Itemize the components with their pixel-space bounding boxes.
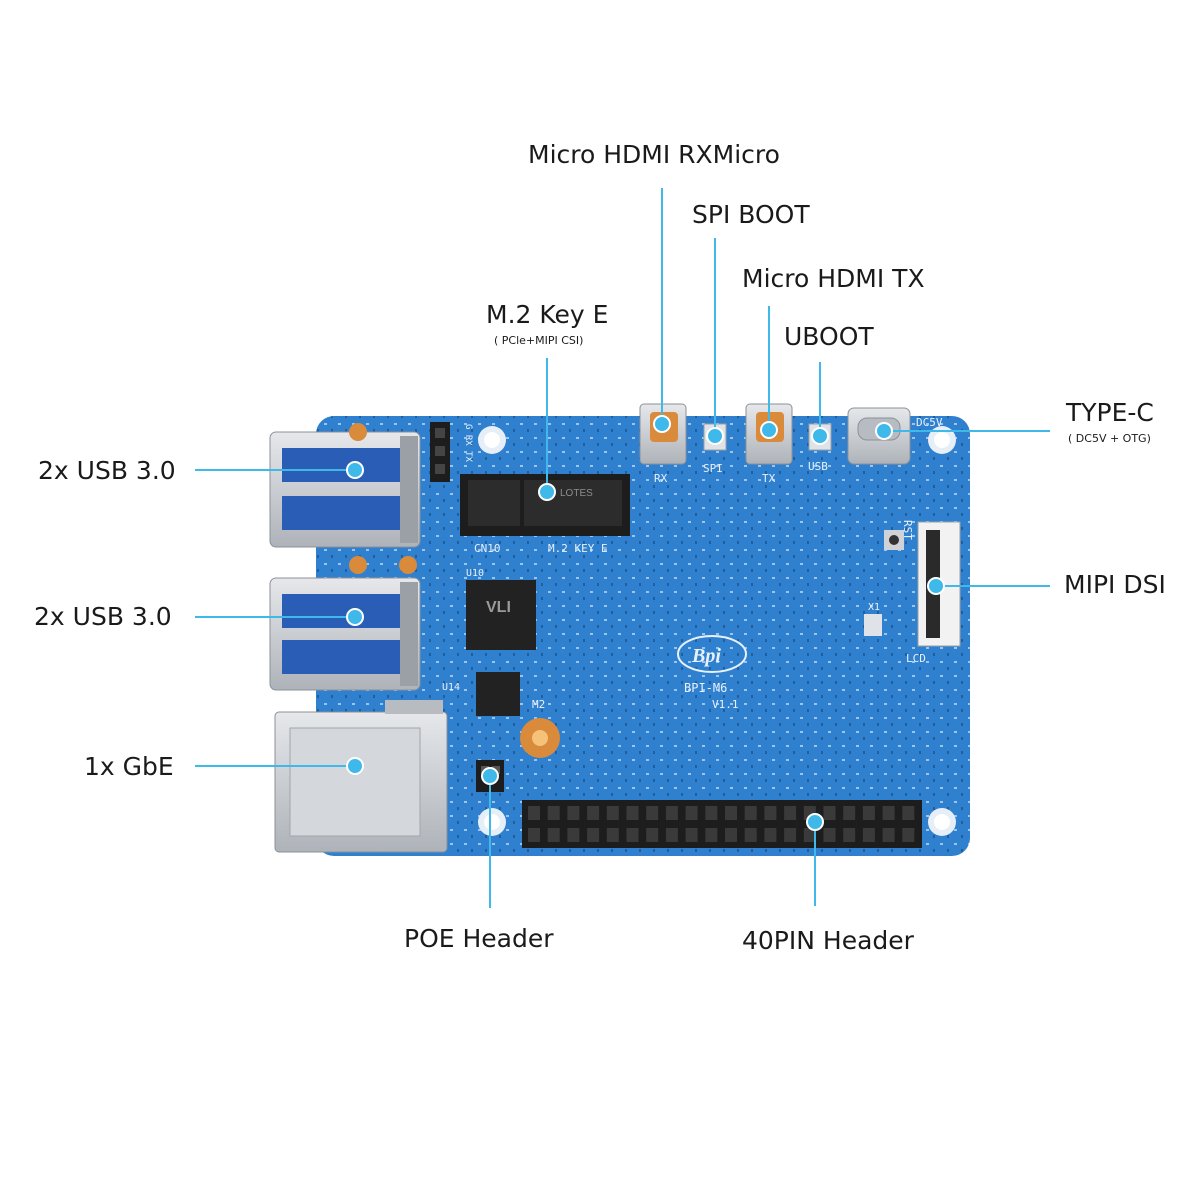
- x1-text: X1: [868, 602, 880, 613]
- usb-port-bottom: [269, 577, 421, 691]
- gpio-pin: [665, 806, 678, 820]
- bpi-logo: Bpi: [677, 635, 747, 673]
- gpio-pin: [606, 806, 619, 820]
- gpio-pin: [626, 806, 639, 820]
- gpio-pin: [606, 828, 619, 842]
- version-text: V1.1: [712, 698, 739, 711]
- m2-cn10-text: CN10: [474, 542, 501, 555]
- u10-text: U10: [466, 568, 484, 579]
- label-uboot: UBOOT: [784, 322, 874, 351]
- gpio-pin: [646, 806, 659, 820]
- label-typec-sub: ( DC5V + OTG): [1068, 432, 1151, 445]
- label-usb-bottom: 2x USB 3.0: [34, 602, 172, 631]
- ethernet-jack: [274, 700, 448, 853]
- usb-hub-chip: VLI: [466, 580, 536, 650]
- gpio-pin: [764, 828, 777, 842]
- gpio-pin: [784, 828, 797, 842]
- m2-pad-text: M2: [532, 698, 545, 711]
- label-gbe: 1x GbE: [84, 752, 174, 781]
- label-usb-top: 2x USB 3.0: [38, 456, 176, 485]
- gpio-pin: [725, 828, 737, 842]
- hdmi-tx-text: TX: [762, 472, 776, 485]
- model-text: BPI-M6: [684, 681, 727, 695]
- usb-port-top: [269, 431, 421, 548]
- gpio-header-base: [522, 800, 922, 848]
- label-gpio40: 40PIN Header: [742, 926, 914, 955]
- gpio-pin: [626, 828, 639, 842]
- gpio-pin: [843, 828, 856, 842]
- gpio-pin: [567, 806, 580, 820]
- gpio-pin: [567, 828, 580, 842]
- gpio-pin: [587, 806, 600, 820]
- label-typec-title: TYPE-C: [1066, 398, 1154, 427]
- gpio-pin: [685, 828, 698, 842]
- label-m2-sub: ( PCle+MIPI CSI): [494, 334, 584, 347]
- label-m2-title: M.2 Key E: [486, 300, 609, 329]
- label-poe: POE Header: [404, 924, 554, 953]
- gpio-pin: [823, 806, 836, 820]
- gpio-pin: [764, 806, 777, 820]
- gpio-pin: [528, 828, 540, 842]
- m2-key-text: M.2 KEY E: [548, 542, 608, 555]
- gpio-pin: [882, 828, 895, 842]
- gpio-pin: [665, 828, 678, 842]
- label-mipi-dsi: MIPI DSI: [1064, 570, 1166, 599]
- gpio-pin: [587, 828, 600, 842]
- gpio-header-part: [522, 800, 922, 848]
- gpio-pin: [902, 806, 915, 820]
- gpio-pin: [843, 806, 856, 820]
- callout-dots: [346, 415, 945, 831]
- hdmi-rx-text: RX: [654, 472, 668, 485]
- gpio-pin: [803, 828, 816, 842]
- gpio-pin: [823, 828, 836, 842]
- gpio-pin: [685, 806, 698, 820]
- label-hdmi-rx: Micro HDMI RXMicro: [528, 140, 780, 169]
- gpio-pin: [862, 806, 875, 820]
- mounting-holes: [478, 426, 956, 836]
- bpi-logo-text: Bpi: [691, 645, 721, 667]
- debug-header-text: G RX TX: [463, 424, 473, 463]
- ethernet-chip: [476, 672, 520, 716]
- gpio-pin: [528, 806, 540, 820]
- gpio-pin: [784, 806, 797, 820]
- usb-text: USB: [808, 460, 828, 473]
- gpio-pin: [547, 806, 560, 820]
- gpio-pin: [882, 806, 895, 820]
- label-spi-boot: SPI BOOT: [692, 200, 810, 229]
- gpio-pin: [744, 806, 757, 820]
- vli-text: VLI: [486, 599, 511, 616]
- rst-text: RST: [901, 520, 914, 540]
- gpio-pin: [705, 806, 718, 820]
- lcd-text: LCD: [906, 652, 926, 665]
- m2-slot: LOTES: [460, 474, 630, 536]
- callout-lines: [195, 188, 1050, 908]
- spi-text: SPI: [703, 462, 723, 475]
- gpio-pin: [744, 828, 757, 842]
- u14-text: U14: [442, 682, 460, 693]
- gpio-pin: [646, 828, 659, 842]
- gpio-pin: [705, 828, 718, 842]
- gpio-pin: [547, 828, 560, 842]
- gpio-pin: [862, 828, 875, 842]
- m2-lotes-text: LOTES: [560, 488, 593, 499]
- gpio-pin: [725, 806, 737, 820]
- dc5v-text: DC5V: [916, 416, 943, 429]
- gpio-pin: [902, 828, 915, 842]
- label-hdmi-tx: Micro HDMI TX: [742, 264, 925, 293]
- debug-header: G RX TX: [430, 422, 473, 482]
